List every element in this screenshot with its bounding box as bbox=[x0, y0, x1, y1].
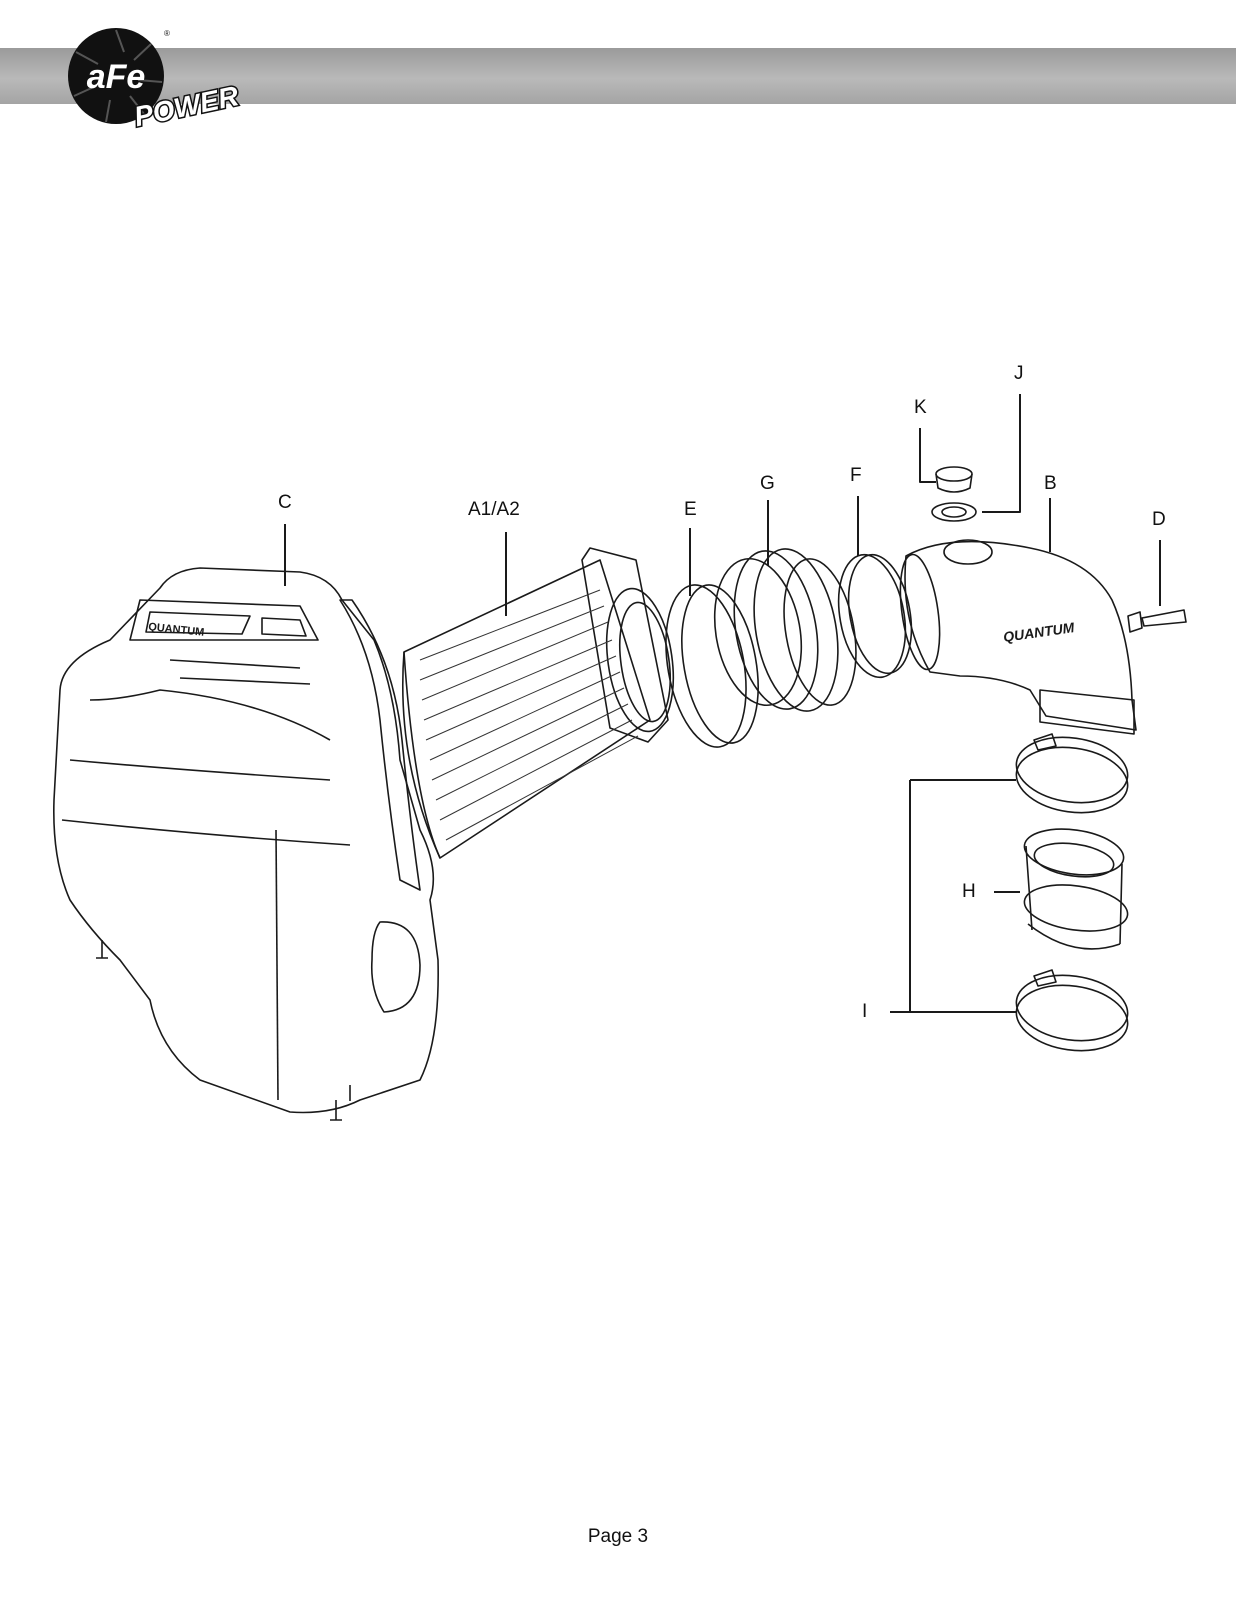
part-f-ring bbox=[837, 553, 913, 679]
page-number: Page 3 bbox=[587, 1526, 649, 1547]
tube-quantum-text: QUANTUM bbox=[1002, 619, 1075, 645]
label-j: J bbox=[1014, 363, 1024, 384]
part-k-cap bbox=[935, 466, 973, 493]
part-e-coupler bbox=[665, 584, 759, 748]
logo-brand-primary: aFe bbox=[87, 58, 146, 96]
label-e: E bbox=[684, 499, 697, 520]
part-a-filter bbox=[401, 547, 675, 859]
label-h: H bbox=[962, 881, 976, 902]
label-c: C bbox=[278, 492, 292, 513]
afe-power-logo: aFe ® POWER bbox=[68, 28, 244, 130]
part-i-clamp-top bbox=[1015, 733, 1129, 814]
logo-disc bbox=[68, 28, 164, 124]
label-a1-a2: A1/A2 bbox=[468, 499, 520, 520]
exploded-parts-diagram: QUANTUM bbox=[53, 394, 1187, 1121]
label-d: D bbox=[1152, 509, 1166, 530]
label-k: K bbox=[914, 397, 927, 418]
header-band bbox=[0, 48, 1236, 104]
logo-registered-mark: ® bbox=[164, 29, 170, 38]
part-h-hose bbox=[1023, 828, 1129, 950]
part-d-fitting bbox=[1127, 609, 1187, 633]
label-g: G bbox=[760, 473, 775, 494]
part-j-grommet bbox=[931, 502, 977, 522]
part-i-clamp-bottom bbox=[1015, 969, 1129, 1052]
box-quantum-text: QUANTUM bbox=[148, 621, 205, 639]
part-b-tube: QUANTUM bbox=[899, 539, 1137, 735]
part-c-air-box: QUANTUM bbox=[53, 567, 439, 1121]
leader-lines bbox=[284, 394, 1161, 1013]
part-g-bellows bbox=[713, 548, 857, 712]
label-i: I bbox=[862, 1001, 868, 1022]
label-f: F bbox=[850, 465, 862, 486]
label-b: B bbox=[1044, 473, 1057, 494]
